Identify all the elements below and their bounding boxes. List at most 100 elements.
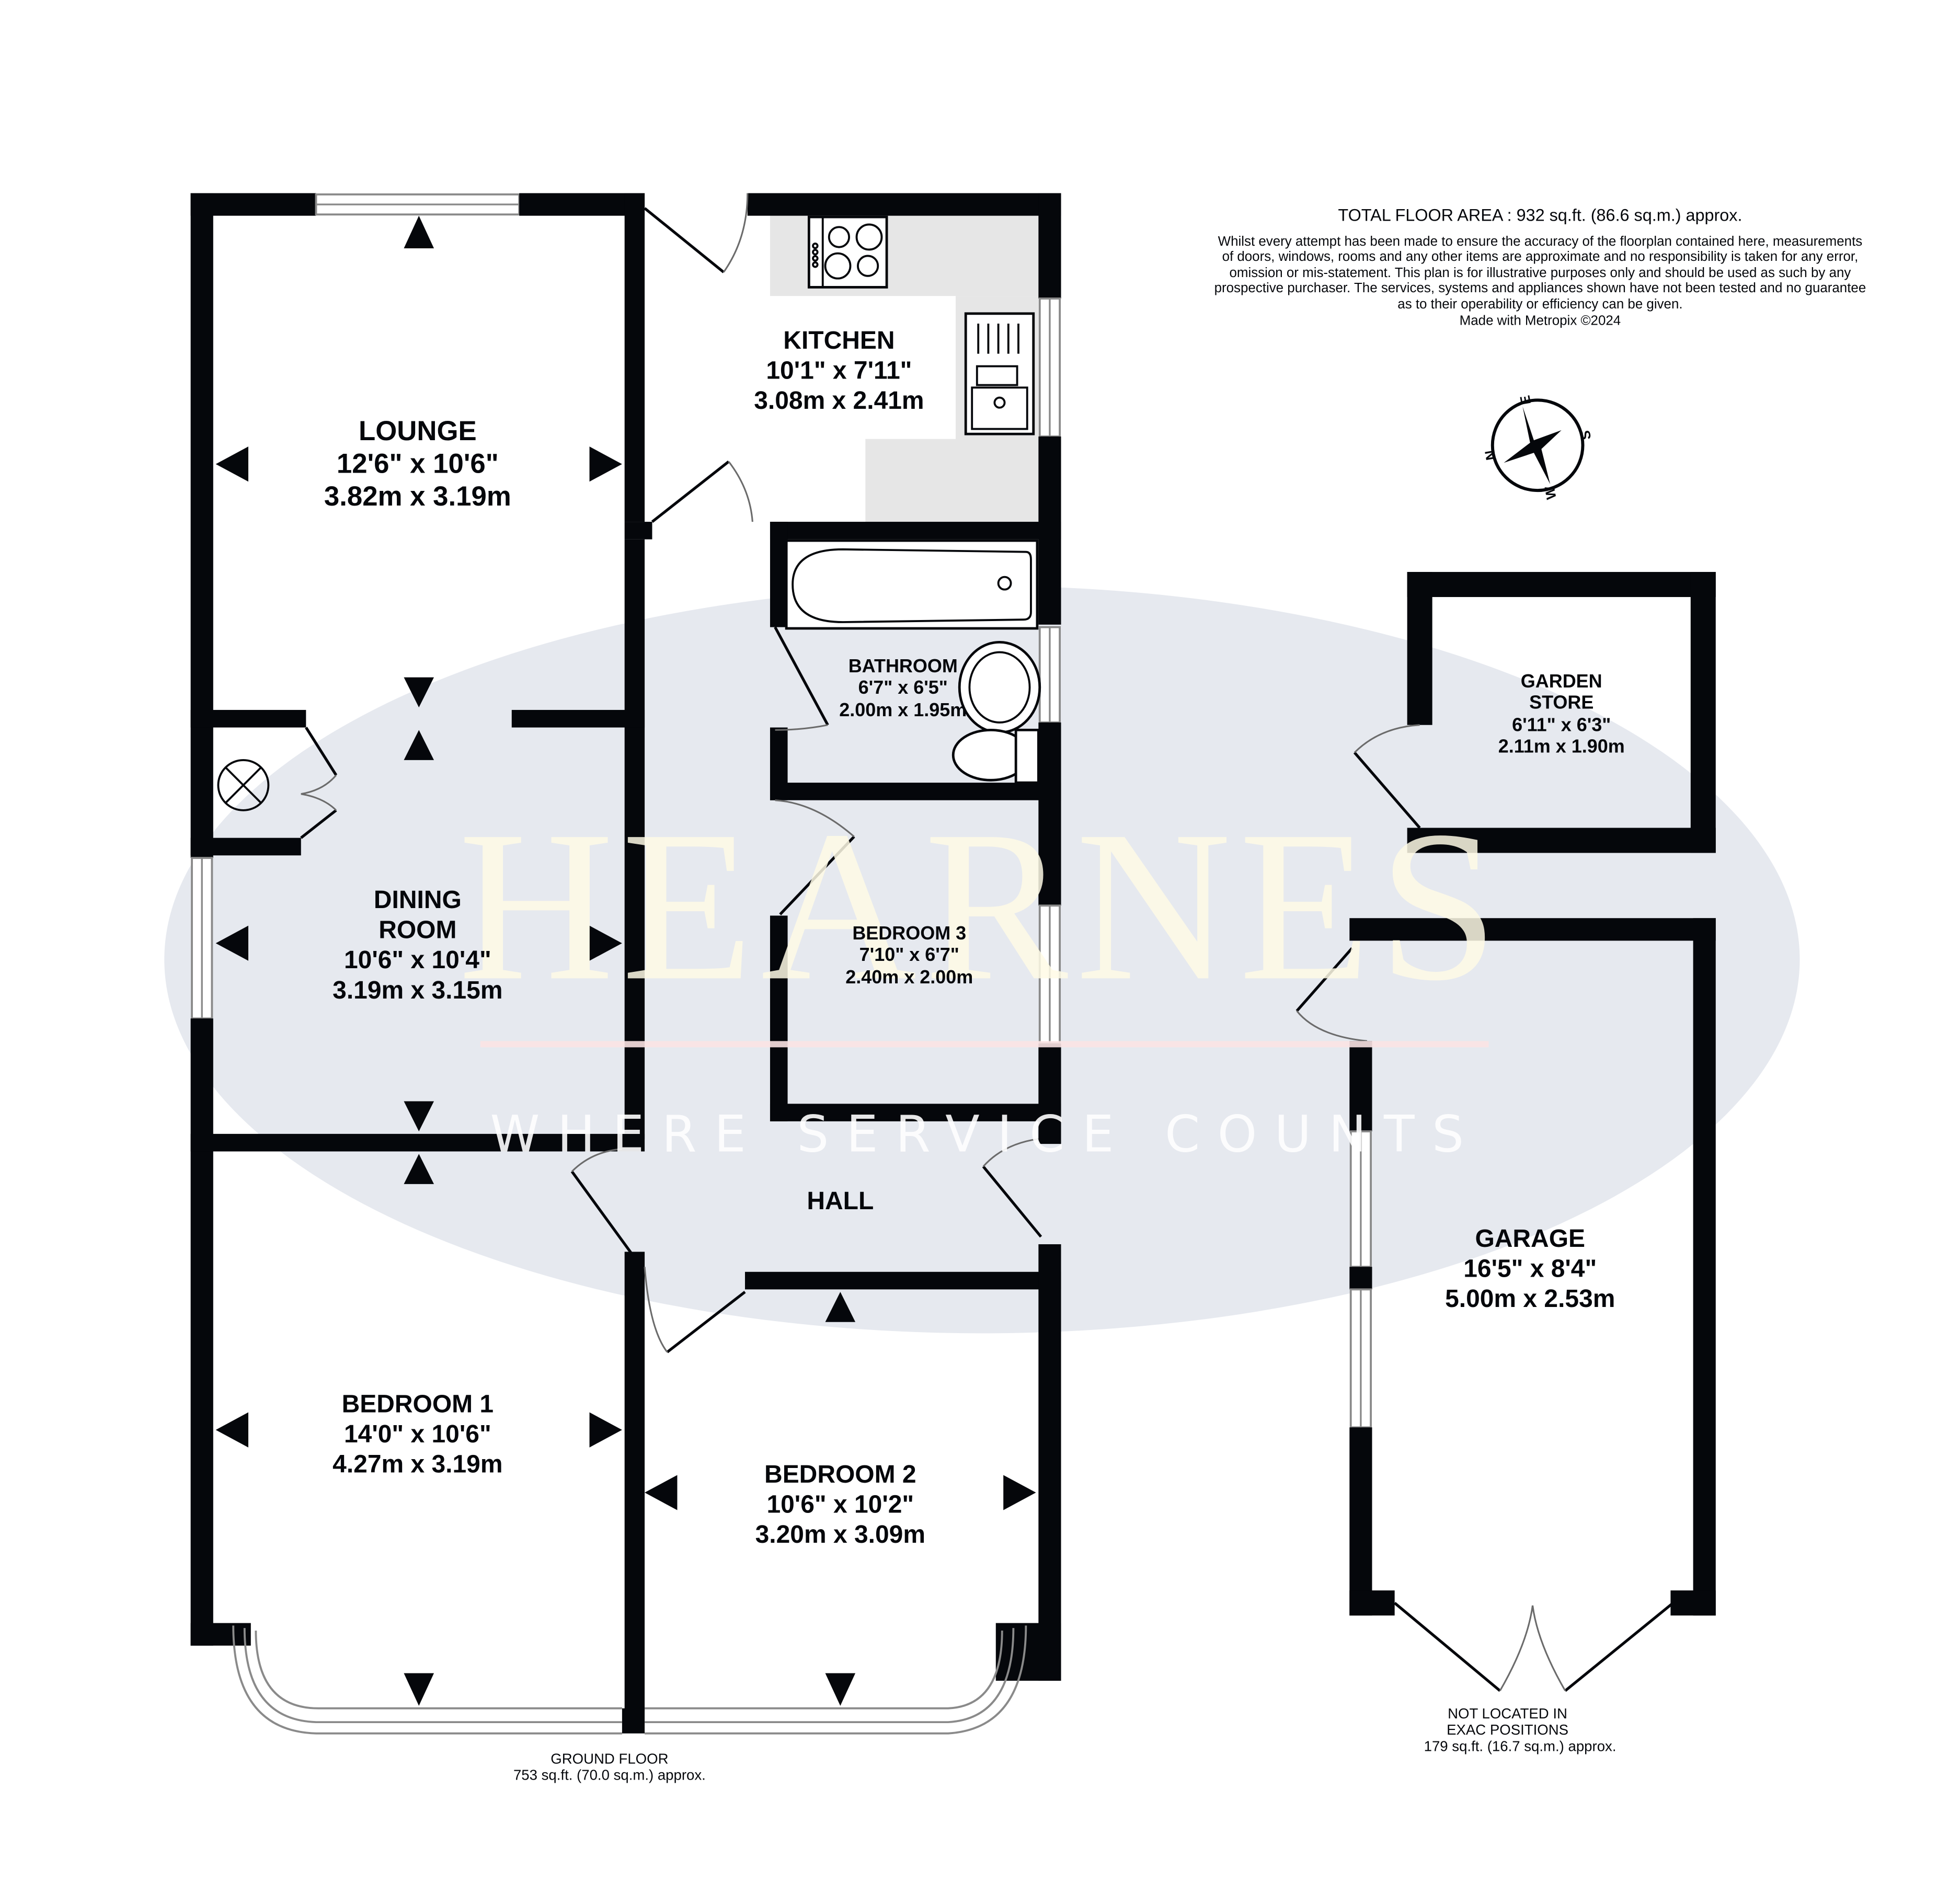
wall	[1038, 193, 1061, 299]
svg-text:12'6" x 10'6": 12'6" x 10'6"	[337, 448, 499, 479]
sink-icon	[964, 312, 1035, 435]
svg-text:NOT LOCATED IN: NOT LOCATED IN	[1448, 1705, 1567, 1722]
wall	[624, 522, 652, 540]
wall	[1407, 572, 1432, 725]
wall	[1349, 1590, 1395, 1616]
total-area-block: TOTAL FLOOR AREA : 932 sq.ft. (86.6 sq.m…	[1214, 205, 1866, 328]
wall	[1693, 918, 1716, 1616]
svg-text:GARAGE: GARAGE	[1475, 1225, 1585, 1253]
wall	[190, 193, 213, 858]
toilet-icon	[951, 728, 1040, 784]
svg-text:16'5" x 8'4": 16'5" x 8'4"	[1463, 1255, 1597, 1282]
room-kitchen: KITCHEN 10'1" x 7'11" 3.08m x 2.41m	[754, 327, 924, 415]
watermark-tagline: WHERE SERVICE COUNTS	[490, 1105, 1481, 1163]
boiler-icon	[217, 759, 270, 811]
room-bedroom3: BEDROOM 3 7'10" x 6'7" 2.40m x 2.00m	[845, 922, 973, 988]
room-garden-store: GARDEN STORE 6'11" x 6'3" 2.11m x 1.90m	[1498, 670, 1625, 757]
svg-text:4.27m x 3.19m: 4.27m x 3.19m	[333, 1451, 502, 1478]
outbuildings-caption: NOT LOCATED IN EXAC POSITIONS 179 sq.ft.…	[1424, 1705, 1616, 1754]
svg-text:of doors, windows, rooms and a: of doors, windows, rooms and any other i…	[1222, 249, 1859, 264]
svg-text:EXAC POSITIONS: EXAC POSITIONS	[1447, 1722, 1568, 1738]
svg-text:prospective purchaser. The ser: prospective purchaser. The services, sys…	[1214, 281, 1866, 295]
svg-text:BEDROOM 2: BEDROOM 2	[764, 1461, 916, 1488]
svg-text:2.11m x 1.90m: 2.11m x 1.90m	[1498, 736, 1625, 757]
svg-text:BATHROOM: BATHROOM	[849, 655, 958, 676]
wall	[1038, 1244, 1061, 1681]
hob-icon	[807, 215, 888, 289]
kitchen-counter-bottom	[865, 439, 1039, 522]
svg-text:as to their operability or eff: as to their operability or efficiency ca…	[1397, 297, 1682, 312]
svg-text:6'7" x 6'5": 6'7" x 6'5"	[858, 676, 948, 698]
svg-text:7'10" x 6'7": 7'10" x 6'7"	[859, 944, 959, 965]
wall	[622, 1708, 645, 1734]
svg-text:2.40m x 2.00m: 2.40m x 2.00m	[845, 966, 973, 988]
watermark-underline	[480, 1041, 1489, 1048]
basin-icon	[958, 640, 1041, 734]
watermark-brand: HEARNES	[458, 786, 1506, 1025]
wall	[624, 193, 645, 522]
dimension-arrows	[215, 215, 1036, 1706]
svg-text:W: W	[1542, 485, 1560, 501]
wall	[770, 1104, 1061, 1121]
svg-text:LOUNGE: LOUNGE	[359, 416, 477, 446]
svg-text:753 sq.ft. (70.0 sq.m.) approx: 753 sq.ft. (70.0 sq.m.) approx.	[513, 1767, 706, 1783]
room-lounge: LOUNGE 12'6" x 10'6" 3.82m x 3.19m	[324, 416, 511, 512]
room-bathroom: BATHROOM 6'7" x 6'5" 2.00m x 1.95m	[839, 655, 967, 720]
bay-window-bedroom2	[645, 1625, 1027, 1735]
svg-text:GARDEN: GARDEN	[1521, 670, 1602, 692]
compass-icon: E S N W	[1482, 394, 1594, 501]
svg-text:Whilst every attempt has been: Whilst every attempt has been made to en…	[1218, 234, 1863, 249]
svg-text:BEDROOM 1: BEDROOM 1	[342, 1391, 494, 1418]
svg-text:14'0" x 10'6": 14'0" x 10'6"	[344, 1420, 491, 1448]
wall	[770, 915, 788, 1121]
wall	[770, 522, 1061, 540]
wall	[1407, 572, 1716, 598]
wall	[1349, 1041, 1372, 1132]
wall	[1038, 722, 1061, 906]
wall	[1670, 1590, 1716, 1616]
svg-text:DINING: DINING	[374, 886, 462, 914]
wall	[1349, 1267, 1372, 1290]
svg-text:10'1" x 7'11": 10'1" x 7'11"	[766, 357, 912, 385]
svg-text:5.00m x 2.53m: 5.00m x 2.53m	[1445, 1285, 1615, 1313]
svg-text:6'11" x 6'3": 6'11" x 6'3"	[1512, 714, 1611, 736]
wall	[624, 1252, 645, 1711]
room-bedroom2: BEDROOM 2 10'6" x 10'2" 3.20m x 3.09m	[755, 1461, 925, 1549]
svg-text:3.20m x 3.09m: 3.20m x 3.09m	[755, 1521, 925, 1549]
svg-text:omission or mis-statement. Thi: omission or mis-statement. This plan is …	[1230, 266, 1851, 280]
svg-text:GROUND FLOOR: GROUND FLOOR	[551, 1750, 668, 1767]
svg-text:3.08m x 2.41m: 3.08m x 2.41m	[754, 387, 924, 415]
svg-text:E: E	[1517, 394, 1534, 406]
wall	[995, 1623, 1061, 1681]
svg-text:HALL: HALL	[807, 1187, 874, 1215]
wall	[1349, 1427, 1372, 1616]
wall	[190, 1133, 645, 1152]
wall	[624, 539, 645, 1139]
wall	[190, 838, 301, 856]
svg-text:KITCHEN: KITCHEN	[783, 327, 895, 354]
wall	[190, 1623, 251, 1646]
svg-text:Made with Metropix ©2024: Made with Metropix ©2024	[1460, 313, 1621, 328]
room-bedroom1: BEDROOM 1 14'0" x 10'6" 4.27m x 3.19m	[333, 1391, 502, 1478]
svg-text:S: S	[1577, 429, 1595, 441]
svg-text:179 sq.ft. (16.7 sq.m.) approx: 179 sq.ft. (16.7 sq.m.) approx.	[1424, 1738, 1616, 1754]
wall	[1407, 828, 1716, 853]
wall	[747, 193, 1061, 216]
svg-text:N: N	[1482, 449, 1499, 462]
wall	[190, 1018, 213, 1646]
svg-text:3.82m x 3.19m: 3.82m x 3.19m	[324, 481, 511, 512]
wall	[1349, 918, 1716, 941]
ground-floor-caption: GROUND FLOOR 753 sq.ft. (70.0 sq.m.) app…	[513, 1750, 706, 1783]
svg-text:BEDROOM 3: BEDROOM 3	[852, 922, 966, 944]
svg-text:STORE: STORE	[1529, 692, 1593, 713]
wall	[770, 522, 788, 627]
wall	[1690, 572, 1716, 853]
wall	[511, 709, 645, 728]
svg-text:10'6" x 10'2": 10'6" x 10'2"	[766, 1490, 914, 1518]
svg-text:ROOM: ROOM	[379, 916, 456, 944]
svg-text:2.00m x 1.95m: 2.00m x 1.95m	[839, 699, 967, 720]
room-garage: GARAGE 16'5" x 8'4" 5.00m x 2.53m	[1445, 1225, 1615, 1313]
wall	[744, 1271, 1061, 1290]
wall	[770, 783, 1061, 800]
